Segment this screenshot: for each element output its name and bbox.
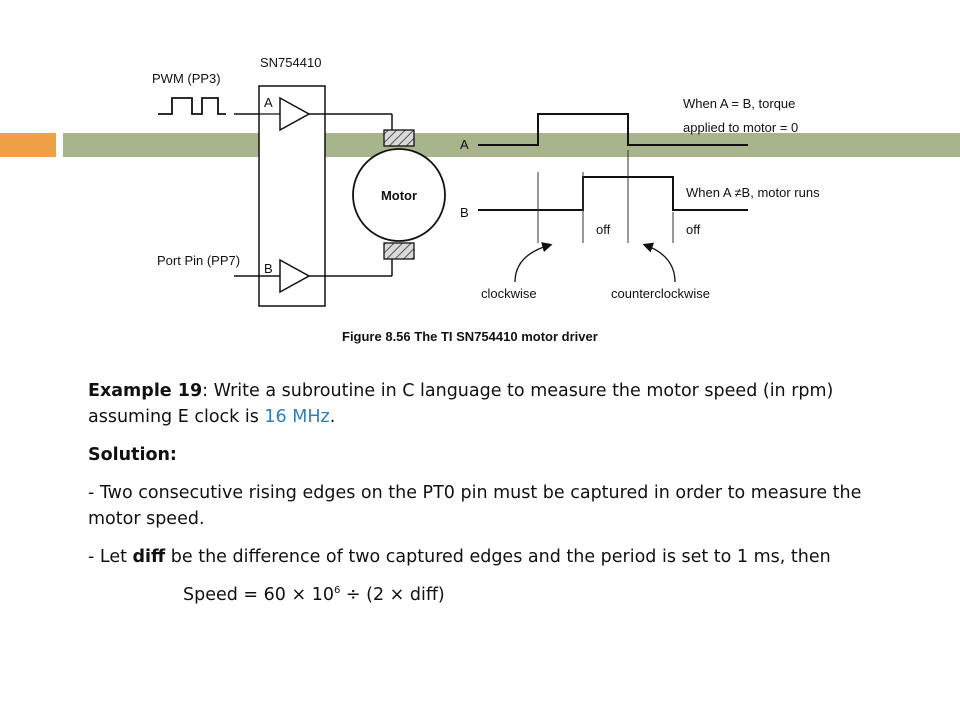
formula-post: ÷ (2 × diff) xyxy=(340,585,445,605)
off-label-1: off xyxy=(596,222,611,237)
port-pin-label: Port Pin (PP7) xyxy=(157,253,240,268)
solution-heading: Solution: xyxy=(88,445,177,465)
note-equal-line1: When A = B, torque xyxy=(683,96,795,111)
signal-a-waveform xyxy=(478,113,748,146)
example-heading: Example 19 xyxy=(88,381,203,401)
figure-caption: Figure 8.56 The TI SN754410 motor driver xyxy=(342,329,598,344)
example-body: : Write a subroutine in C language to me… xyxy=(88,381,834,427)
counterclockwise-arrow-icon xyxy=(642,242,676,283)
slide-body: Example 19: Write a subroutine in C lang… xyxy=(88,378,888,620)
clockwise-label: clockwise xyxy=(481,286,537,301)
speed-formula: Speed = 60 × 106 ÷ (2 × diff) xyxy=(88,582,888,608)
motor-brush-bottom xyxy=(383,242,415,260)
clockwise-arrow-icon xyxy=(514,242,553,283)
signal-b-label: B xyxy=(460,205,469,220)
motor-brush-top xyxy=(383,129,415,147)
e-clock-value: 16 MHz xyxy=(264,407,330,427)
example-paragraph: Example 19: Write a subroutine in C lang… xyxy=(88,378,888,430)
chip-label: SN754410 xyxy=(260,55,321,70)
bullet-2-diff: diff xyxy=(132,547,166,567)
input-b-label: B xyxy=(264,261,273,276)
note-runs: When A ≠B, motor runs xyxy=(686,185,820,200)
buffer-b-icon xyxy=(279,258,311,294)
off-label-2: off xyxy=(686,222,701,237)
solution-heading-paragraph: Solution: xyxy=(88,442,888,468)
formula-pre: Speed = 60 × 10 xyxy=(183,585,334,605)
formula-exponent: 6 xyxy=(333,585,341,597)
note-equal-line2: applied to motor = 0 xyxy=(683,120,798,135)
motor-label: Motor xyxy=(381,188,417,203)
counterclockwise-label: counterclockwise xyxy=(611,286,710,301)
pwm-label: PWM (PP3) xyxy=(152,71,221,86)
title-accent-orange xyxy=(0,133,56,157)
motor-icon xyxy=(352,148,446,242)
bullet-2-post: be the difference of two captured edges … xyxy=(165,547,831,567)
motor-driver-figure: SN754410 PWM (PP3) A Motor Port Pin (PP7… xyxy=(152,55,820,344)
signal-a-label: A xyxy=(460,137,469,152)
example-end: . xyxy=(329,407,336,427)
pwm-waveform xyxy=(158,97,226,115)
bullet-2-pre: - Let xyxy=(88,547,133,567)
input-a-label: A xyxy=(264,95,273,110)
bullet-1: - Two consecutive rising edges on the PT… xyxy=(88,483,862,529)
bullet-2: - Let diff be the difference of two capt… xyxy=(88,544,888,570)
